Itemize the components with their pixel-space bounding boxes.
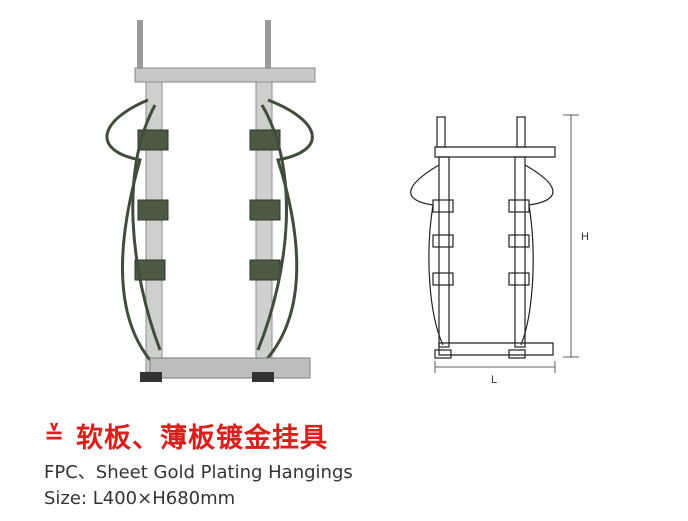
product-subtitle: FPC、Sheet Gold Plating Hangings <box>44 462 353 483</box>
technical-drawing: H L <box>410 114 589 385</box>
double-chevron-down-icon: ≚ <box>44 421 65 449</box>
dimension-l-label: L <box>491 374 497 385</box>
title-row: ≚ 软板、薄板镀金挂具 <box>44 418 644 454</box>
product-size: Size: L400×H680mm <box>44 488 236 509</box>
dimension-h-label: H <box>581 231 589 243</box>
product-title: 软板、薄板镀金挂具 <box>76 422 328 454</box>
hanging-photo <box>105 20 316 382</box>
caption-block: ≚ 软板、薄板镀金挂具 FPC、Sheet Gold Plating Hangi… <box>44 418 644 510</box>
